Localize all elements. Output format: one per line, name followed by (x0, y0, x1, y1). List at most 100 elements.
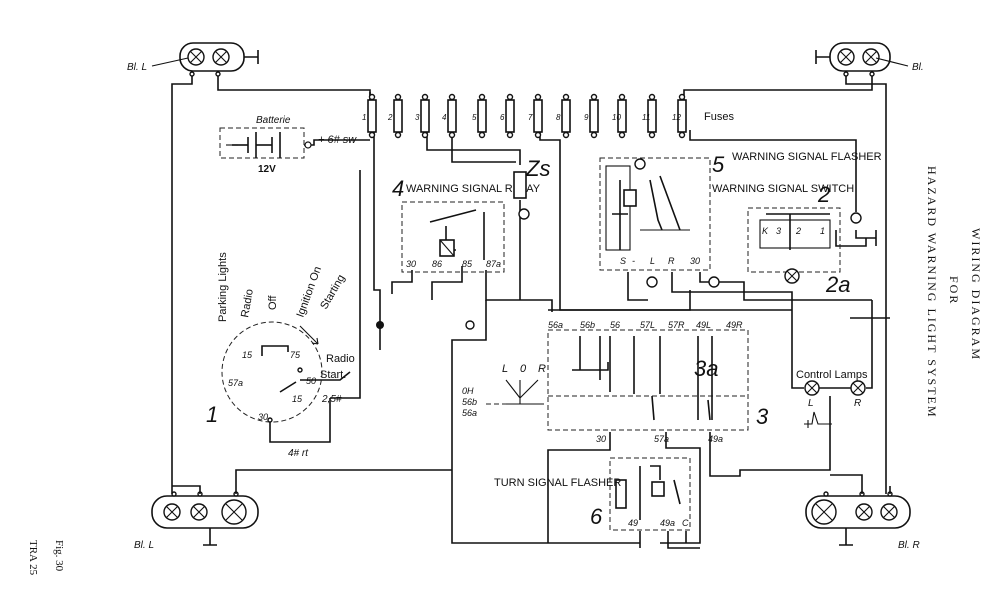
fuse-terminal-top (618, 93, 626, 101)
fuse-terminal-bottom (478, 131, 486, 139)
fuse-terminal-top (562, 93, 570, 101)
fuse-number: 4 (442, 113, 447, 122)
combo-lor-0: 0 (520, 363, 527, 375)
fuse-terminal-bottom (534, 131, 542, 139)
fuse-terminal-bottom (368, 131, 376, 139)
flasher-terminal-minus: - (632, 256, 635, 266)
combo-number: 3 (756, 404, 769, 429)
switch-terminal-3: 3 (776, 226, 781, 236)
wires (171, 76, 891, 549)
flasher-number: 5 (712, 152, 725, 177)
zs-label: Zs (525, 156, 550, 181)
fuse-3 (420, 99, 430, 133)
fuse-terminal-top (534, 93, 542, 101)
ignition-pos-radio: Radio (239, 288, 256, 318)
control-lamps: Control Lamps L R (796, 369, 868, 428)
lamp-unit-top-left: Bl. L (127, 42, 259, 77)
fuse-number: 12 (672, 113, 681, 122)
ignition-switch: 1 15 75 57a 50 30 15 Parking Lights Radi… (206, 252, 355, 459)
warning-signal-relay: 4 WARNING SIGNAL RELAY 30 86 85 87a Zs (392, 156, 550, 273)
switch-label: WARNING SIGNAL SWITCH (712, 183, 854, 195)
switch-lamp-label: 2a (825, 272, 850, 297)
combo-top-57r: 57R (668, 320, 685, 330)
turn-flasher-number: 6 (590, 504, 603, 529)
figure-code: TRA 25 (27, 540, 39, 576)
relay-terminal-30: 30 (406, 259, 416, 269)
combo-lamp-label: 3a (694, 356, 718, 381)
battery-label: Batterie (256, 115, 291, 126)
fuse-terminal-bottom (648, 131, 656, 139)
fuse-terminal-top (506, 93, 514, 101)
ignition-number: 1 (206, 402, 218, 427)
fuse-1 (367, 99, 377, 133)
combo-top-57l: 57L (640, 320, 655, 330)
control-lamp-r: R (854, 398, 861, 409)
turn-terminal-c: C (682, 518, 689, 528)
warning-signal-switch: 2 WARNING SIGNAL SWITCH K 3 2 1 2a (712, 182, 877, 297)
figure-caption: Fig. 30 TRA 25 (27, 540, 65, 576)
fuse-terminal-top (678, 93, 686, 101)
flasher-label: WARNING SIGNAL FLASHER (732, 151, 882, 163)
lamp-label-4: Bl. R (898, 540, 920, 551)
fuse-number: 2 (387, 113, 393, 122)
ignition-terminal-75: 75 (290, 350, 301, 360)
lamp-label-3: Bl. L (134, 540, 154, 551)
fuse-terminal-bottom (448, 131, 456, 139)
fuse-8 (561, 99, 571, 133)
title-line-3: HAZARD WARNING LIGHT SYSTEM (925, 166, 939, 419)
fuse-terminal-top (394, 93, 402, 101)
battery-wire: + 6# sw (318, 134, 357, 146)
turn-terminal-49: 49 (628, 518, 638, 528)
lamp-label-2: Bl. (912, 62, 924, 73)
fuse-number: 11 (642, 113, 650, 122)
combo-left-56a: 56a (462, 408, 477, 418)
fuse-number: 5 (472, 113, 477, 122)
fuse-terminal-top (368, 93, 376, 101)
fuse-5 (477, 99, 487, 133)
relay-label: WARNING SIGNAL RELAY (406, 183, 541, 195)
fuse-terminal-bottom (618, 131, 626, 139)
fuse-terminal-bottom (394, 131, 402, 139)
fuse-number: 10 (612, 113, 621, 122)
ignition-terminal-50: 50 (306, 376, 316, 386)
fuse-4 (447, 99, 457, 133)
fuse-number: 3 (415, 113, 420, 122)
turn-flasher-label: TURN SIGNAL FLASHER (494, 477, 621, 489)
ignition-terminal-15a: 15 (242, 350, 253, 360)
wire-2-5: 2,5# (321, 394, 342, 405)
diagram-title: WIRING DIAGRAM FOR HAZARD WARNING LIGHT … (925, 166, 983, 419)
flasher-terminal-r: R (668, 256, 675, 266)
switch-number: 2 (817, 182, 830, 207)
battery-voltage: 12V (258, 164, 276, 175)
ignition-terminal-15b: 15 (292, 394, 303, 404)
fuse-number: 6 (500, 113, 505, 122)
lamp-unit-top-right: Bl. (815, 42, 924, 77)
combo-top-56a: 56a (548, 320, 563, 330)
title-line-2: FOR (947, 276, 961, 305)
control-lamp-l: L (808, 398, 814, 409)
lamp-unit-bottom-right: Bl. R (805, 491, 920, 551)
combo-top-49l: 49L (696, 320, 711, 330)
combo-bottom-57a: 57a (654, 434, 669, 444)
fuse-terminal-top (648, 93, 656, 101)
combo-top-56b: 56b (580, 320, 595, 330)
fuse-number: 1 (362, 113, 366, 122)
flasher-terminal-30: 30 (690, 256, 700, 266)
fuse-terminal-top (590, 93, 598, 101)
junction-dots (304, 141, 475, 330)
wire-4rt: 4# rt (288, 448, 309, 459)
relay-terminal-86: 86 (432, 259, 442, 269)
fuse-terminal-top (421, 93, 429, 101)
ignition-pos-off: Off (267, 295, 279, 310)
fuse-terminal-top (478, 93, 486, 101)
fuse-number: 7 (528, 113, 533, 122)
ignition-terminal-57a: 57a (228, 378, 243, 388)
figure-number: Fig. 30 (53, 540, 65, 572)
combo-lor-r: R (538, 363, 546, 375)
combo-bottom-30: 30 (596, 434, 606, 444)
combo-lor-l: L (502, 363, 508, 375)
combination-switch: 3 3a 56a 56b 56 57L 57R 49L 49R 30 57a 4… (462, 320, 769, 444)
combo-bottom-49a: 49a (708, 434, 723, 444)
relay-terminal-85: 85 (462, 259, 473, 269)
